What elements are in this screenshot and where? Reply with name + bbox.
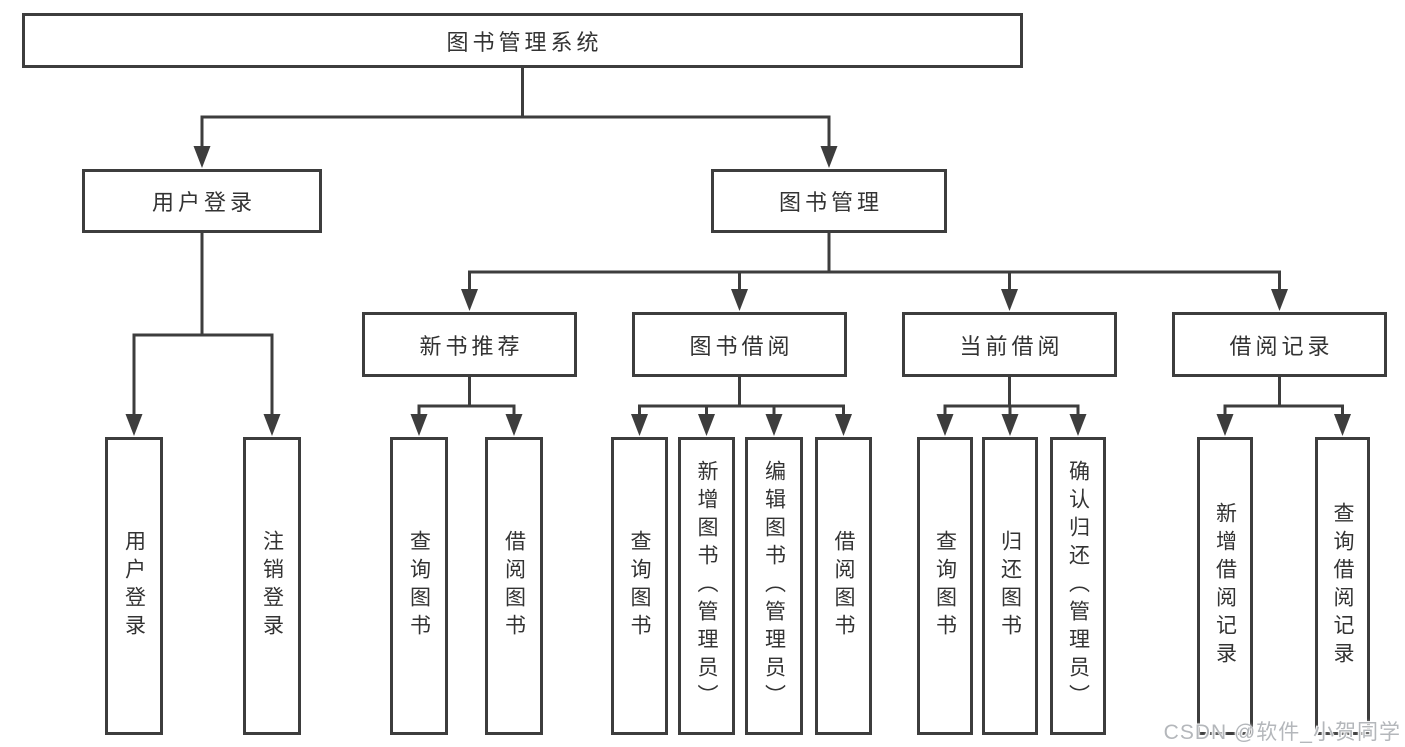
node-recommend-query-books: 查询图书: [390, 437, 448, 735]
arrowhead-icon: [1334, 414, 1351, 436]
node-label: 图书管理系统: [446, 29, 603, 55]
node-label: 确认归还（管理员）: [1066, 460, 1090, 712]
arrowhead-icon: [765, 414, 783, 436]
node-new-book-recommend: 新书推荐: [362, 312, 577, 377]
node-label: 图书管理: [778, 190, 883, 215]
arrowhead-icon: [820, 146, 838, 168]
node-label: 新书推荐: [419, 333, 524, 359]
node-current-confirm-return-admin: 确认归还（管理员）: [1050, 437, 1106, 735]
connector-path: [132, 68, 1344, 418]
node-label: 用户登录: [122, 530, 146, 642]
arrowhead-icon: [1216, 414, 1234, 436]
arrowhead-icon: [1001, 414, 1019, 436]
node-label: 归还图书: [998, 530, 1022, 642]
node-borrowing-add-books-admin: 新增图书（管理员）: [678, 437, 735, 735]
node-user-login: 用户登录: [82, 169, 322, 233]
node-label: 借阅图书: [832, 530, 855, 642]
node-records-add-record: 新增借阅记录: [1197, 437, 1253, 735]
watermark-text: CSDN @软件_小贺同学: [1163, 721, 1401, 744]
arrowhead-icon: [410, 414, 428, 436]
arrowhead-icon: [125, 414, 143, 436]
node-label: 新增图书（管理员）: [695, 460, 718, 712]
node-borrowing-records: 借阅记录: [1172, 312, 1387, 377]
arrowhead-icon: [698, 414, 715, 436]
node-label: 查询图书: [933, 530, 957, 642]
node-label: 用户登录: [151, 190, 256, 215]
arrowhead-icon: [263, 414, 281, 436]
node-book-borrowing: 图书借阅: [632, 312, 847, 377]
node-label: 借阅记录: [1229, 333, 1334, 359]
node-current-query-books: 查询图书: [917, 437, 973, 735]
node-borrowing-query-books: 查询图书: [611, 437, 668, 735]
node-borrowing-borrow-books: 借阅图书: [815, 437, 872, 735]
node-label: 查询借阅记录: [1331, 502, 1354, 670]
arrowhead-icon: [193, 146, 211, 168]
arrowhead-icon: [461, 289, 478, 311]
node-label: 编辑图书（管理员）: [762, 460, 786, 712]
node-borrowing-edit-books-admin: 编辑图书（管理员）: [745, 437, 803, 735]
node-recommend-borrow-books: 借阅图书: [485, 437, 543, 735]
arrowhead-icon: [1271, 289, 1288, 311]
node-label: 借阅图书: [502, 530, 526, 642]
node-label: 当前借阅: [959, 333, 1064, 359]
arrowhead-icon: [1069, 414, 1087, 436]
arrowhead-icon: [936, 414, 954, 436]
node-label: 查询图书: [628, 530, 651, 642]
arrowhead-icon: [835, 414, 852, 436]
node-label: 图书借阅: [689, 333, 794, 359]
arrowhead-icon: [1001, 289, 1018, 311]
node-book-management: 图书管理: [711, 169, 947, 233]
node-label: 查询图书: [407, 530, 431, 642]
node-current-return-books: 归还图书: [982, 437, 1038, 735]
arrowhead-icon: [505, 414, 523, 436]
node-system-root: 图书管理系统: [22, 13, 1023, 68]
node-label: 新增借阅记录: [1213, 502, 1237, 670]
node-user-login-leaf: 用户登录: [105, 437, 163, 735]
node-current-borrowing: 当前借阅: [902, 312, 1117, 377]
arrowhead-icon: [731, 289, 748, 311]
node-label: 注销登录: [260, 530, 284, 642]
node-records-query-record: 查询借阅记录: [1315, 437, 1370, 735]
node-logout-leaf: 注销登录: [243, 437, 301, 735]
arrowhead-icon: [631, 414, 648, 436]
